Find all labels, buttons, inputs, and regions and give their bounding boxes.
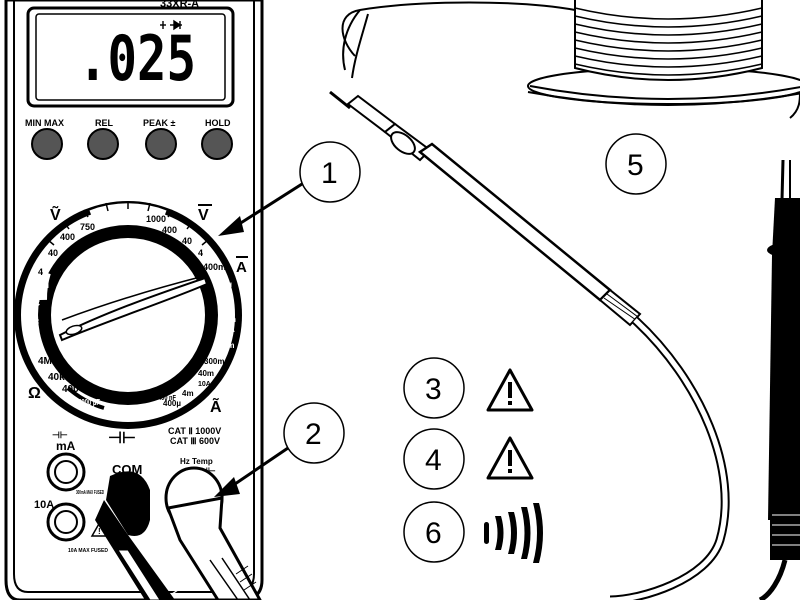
- r4m-label: 4m: [220, 299, 232, 308]
- cat-rating-2: CAT Ⅲ 600V: [170, 436, 220, 446]
- r4b-label: 4: [198, 248, 203, 258]
- test-lead-left-probe: [329, 90, 730, 600]
- r40m-hz-label: 40M Hz: [90, 212, 114, 222]
- r10a-label: 10A: [222, 327, 235, 334]
- rel-button[interactable]: [87, 128, 119, 160]
- hold-label: HOLD: [205, 118, 231, 128]
- deg-f-label: °F: [30, 318, 40, 328]
- ma-diode-symbol: ⊣⊢: [52, 430, 68, 440]
- callout-5: 5: [605, 133, 667, 195]
- multimeter: 33XR-A .025 MIN MAX REL PEAK ± HOLD: [0, 0, 268, 600]
- com-plug: [95, 471, 188, 600]
- cap4-label: 4 µF: [144, 403, 158, 412]
- peak-button[interactable]: [145, 128, 177, 160]
- svg-text:2: 2: [305, 418, 322, 451]
- min-max-button[interactable]: [31, 128, 63, 160]
- r4M-label: 4M: [38, 356, 52, 367]
- wire-spool: [341, 0, 800, 119]
- hold-button[interactable]: [201, 128, 233, 160]
- v-plug: [164, 466, 262, 600]
- lcd-reading: .025: [78, 22, 196, 95]
- ohm-label: Ω: [28, 385, 41, 402]
- jack-v-label: Hz Temp: [180, 457, 213, 466]
- callout-4: 4: [403, 428, 465, 490]
- r400u-label: 400µ: [214, 280, 232, 289]
- r400o-label: 400: [62, 384, 79, 395]
- model-label: 33XR-A: [160, 0, 199, 10]
- a-dc-label: A: [236, 259, 247, 276]
- svg-text:!: !: [98, 527, 101, 536]
- callout-6: 6: [403, 501, 465, 563]
- cat-rating-1: CAT Ⅱ 1000V: [168, 426, 221, 436]
- cap4000-label: 4000 µF: [78, 398, 100, 407]
- r10ab-label: 10A: [198, 381, 211, 388]
- warning-triangle-icon: [486, 436, 534, 480]
- a-ac-label: Ã: [210, 396, 222, 416]
- r1000-label: 1000: [146, 214, 166, 224]
- r400ub-label: 400µ: [163, 399, 181, 408]
- svg-text:1: 1: [321, 157, 338, 190]
- r750-label: 750: [80, 222, 95, 232]
- rotary-dial[interactable]: [14, 201, 242, 429]
- off-label: OFF: [112, 209, 128, 218]
- lcd-screen: [35, 13, 226, 101]
- r400-label: 400: [60, 232, 75, 242]
- cap40-label: 40 µF: [126, 405, 142, 414]
- r40mb-label: 40m: [198, 369, 214, 378]
- r40-label: 40: [48, 248, 58, 258]
- sound-waves-icon: [484, 503, 543, 563]
- r40m-label: 40m: [220, 315, 236, 324]
- callout-3: 3: [403, 357, 465, 419]
- dial-labels: Ṽ V A Ã OFF 40M Hz 750 400 40 4 400m 100…: [26, 204, 248, 416]
- button-row: MIN MAX REL PEAK ± HOLD: [25, 118, 233, 160]
- r300mb-label: 300m: [204, 357, 224, 366]
- svg-text:5: 5: [627, 149, 644, 182]
- r40k-label: 40k: [48, 372, 65, 383]
- jack-10a-label: 10A: [34, 499, 54, 511]
- peak-label: PEAK ±: [143, 118, 176, 128]
- rel-label: REL: [95, 118, 114, 128]
- jack-ma-label: mA: [56, 439, 76, 453]
- v-ac-label: Ṽ: [50, 204, 61, 224]
- callout-2: 2: [214, 402, 345, 497]
- fuse-300ma-label: 300mA MAX FUSED: [76, 490, 104, 496]
- warning-triangle-icon: [486, 368, 534, 412]
- min-max-label: MIN MAX: [25, 118, 64, 128]
- svg-text:3: 3: [425, 373, 442, 406]
- r4mb-label: 4m: [182, 389, 194, 398]
- callout-1: 1: [218, 141, 361, 236]
- v-dc-label: V: [198, 207, 209, 224]
- capacitor-symbol: ⊣⊢: [108, 430, 136, 447]
- svg-text:6: 6: [425, 517, 442, 550]
- r4-label: 4: [38, 267, 43, 277]
- r40b-label: 40: [182, 236, 192, 246]
- deg-c-label: °C: [30, 298, 41, 308]
- cap400-label: 400 µF: [104, 405, 122, 414]
- r400b-label: 400: [162, 225, 177, 235]
- svg-text:4: 4: [425, 444, 442, 477]
- r400mb-label: 400m: [203, 262, 226, 272]
- input-jacks: ⊣⊢ mA 10A 300mA MAX FUSED 10A MAX FUSED …: [34, 430, 216, 554]
- r400m-label: 400m: [26, 280, 49, 290]
- diode-continuity-icon: [160, 19, 182, 31]
- test-lead-right-probe: [758, 159, 800, 600]
- cap400n-label: 400 nF: [158, 395, 177, 402]
- fuse-10a-label: 10A MAX FUSED: [68, 548, 108, 554]
- r300m-label: 300m: [214, 341, 234, 350]
